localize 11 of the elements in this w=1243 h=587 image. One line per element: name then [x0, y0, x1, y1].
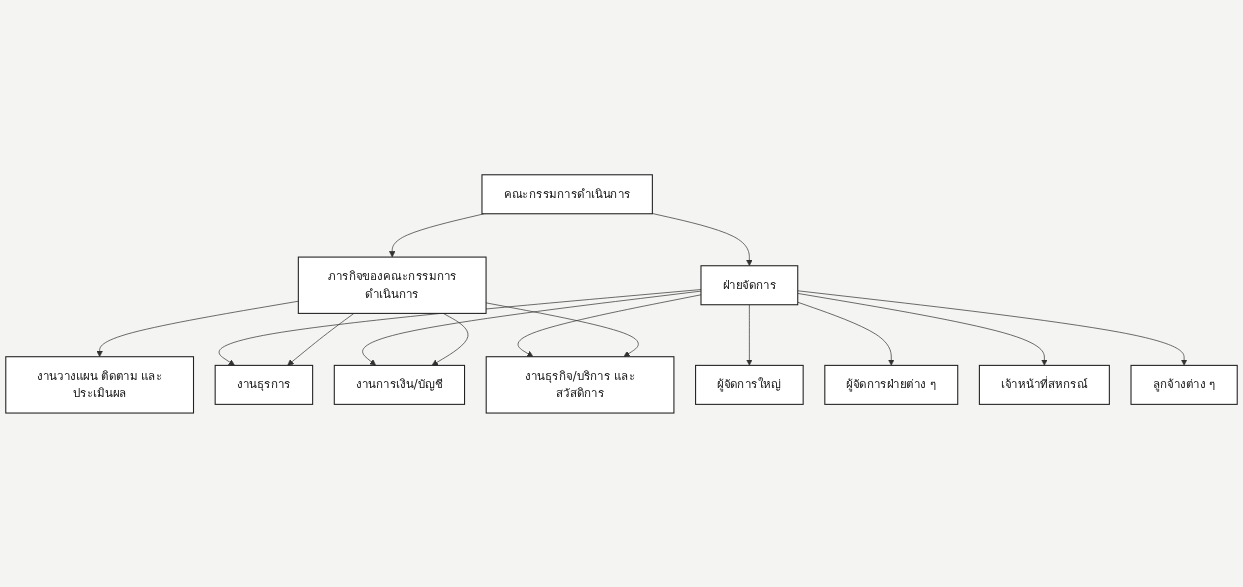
node-box: เจ้าหน้าที่สหกรณ์	[978, 364, 1110, 405]
node-box: งานธุรกิจ/บริการ และสวัสดิการ	[485, 355, 675, 414]
node-box: งานการเงิน/บัญชี	[333, 364, 466, 405]
node-box: ฝ่ายจัดการ	[700, 264, 799, 305]
node-box: ภารกิจของคณะกรรมการดำเนินการ	[297, 256, 487, 314]
node-box: ผู้จัดการใหญ่	[695, 364, 804, 405]
node-box: คณะกรรมการดำเนินการ	[481, 173, 653, 214]
node-box: ลูกจ้างต่าง ๆ	[1130, 364, 1238, 405]
node-box: ผู้จัดการฝ่ายต่าง ๆ	[824, 364, 959, 405]
node-box: งานวางแผน ติดตาม และประเมินผล	[5, 355, 195, 414]
node-box: งานธุรการ	[214, 364, 314, 405]
